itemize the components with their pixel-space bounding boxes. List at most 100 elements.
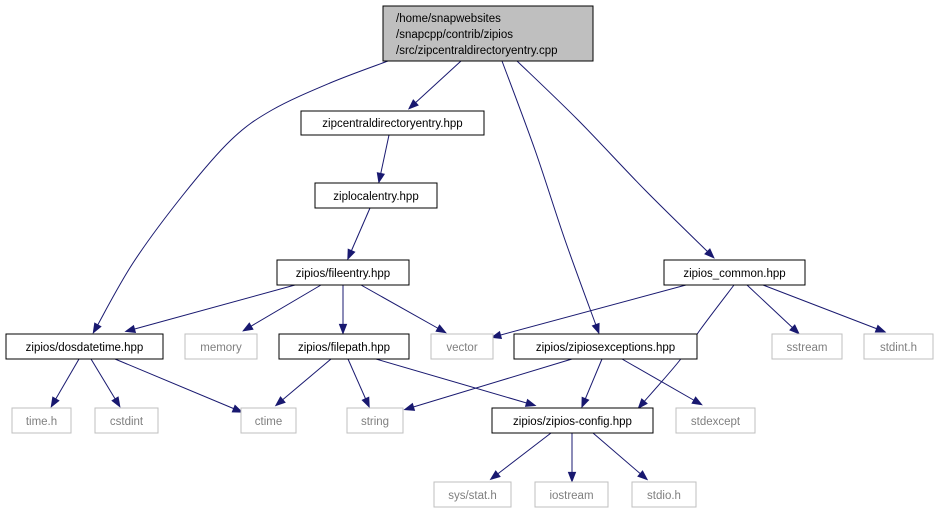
edge-arrowhead [92, 322, 102, 334]
edge-filepath-hpp-to-string [347, 358, 370, 409]
edge-line [409, 358, 573, 409]
edge-arrowhead [489, 470, 501, 481]
node-label: cstdint [110, 416, 144, 428]
edge-line [494, 432, 552, 477]
node-ziplocalentry-hpp[interactable]: ziplocalentry.hpp [314, 182, 438, 209]
edge-arrowhead [376, 172, 385, 184]
edge-line [375, 358, 531, 405]
root-line-2: /snapcpp/contrib/zipios [396, 29, 513, 41]
edge-line [746, 284, 796, 331]
edge-zipcentraldirectoryentry-hpp-to-ziplocalentry-hpp [376, 134, 390, 184]
edge-root-to-zipios-common-hpp [516, 60, 715, 259]
edge-line [90, 358, 118, 403]
node-label: zipios/dosdatetime.hpp [26, 342, 144, 354]
edge-dosdatetime-hpp-to-time-h [50, 358, 80, 408]
edge-zipios-config-hpp-to-stdio-h [592, 432, 649, 481]
node-label: string [361, 416, 389, 428]
edge-line [501, 60, 598, 329]
edge-line [621, 358, 698, 403]
edge-line [130, 284, 296, 331]
edge-line [53, 358, 80, 403]
edge-dosdatetime-hpp-to-cstdint [90, 358, 121, 408]
node-sys-stat-h[interactable]: sys/stat.h [433, 481, 512, 508]
edge-line [114, 358, 238, 411]
edge-root-to-dosdatetime-hpp [92, 60, 389, 334]
edge-line [247, 284, 322, 329]
edge-root-to-zipiosexceptions-hpp [501, 60, 600, 335]
edge-arrowhead [274, 396, 286, 407]
edge-line [496, 284, 687, 337]
node-label: time.h [26, 416, 57, 428]
edge-arrowhead [124, 324, 137, 333]
edge-line [583, 358, 603, 403]
edge-line [347, 358, 368, 403]
node-stdio-h[interactable]: stdio.h [631, 481, 697, 508]
edge-arrowhead [591, 322, 600, 335]
node-label: ctime [255, 416, 282, 428]
edge-filepath-hpp-to-zipios-config-hpp [375, 358, 537, 407]
node-label: memory [200, 342, 242, 354]
edge-arrowhead [490, 330, 503, 340]
node-root-file: /home/snapwebsites /snapcpp/contrib/zipi… [382, 5, 594, 62]
node-label: sys/stat.h [448, 490, 497, 502]
node-ctime[interactable]: ctime [240, 407, 297, 434]
node-fileentry-hpp[interactable]: zipios/fileentry.hpp [276, 259, 410, 286]
node-vector[interactable]: vector [430, 333, 494, 360]
node-stdexcept[interactable]: stdexcept [675, 407, 756, 434]
edge-line [279, 358, 332, 403]
root-line-1: /home/snapwebsites [396, 13, 501, 25]
edge-dosdatetime-hpp-to-ctime [114, 358, 244, 413]
node-zipios-config-hpp[interactable]: zipios/zipios-config.hpp [491, 407, 654, 434]
edge-ziplocalentry-hpp-to-fileentry-hpp [347, 207, 371, 261]
edge-arrowhead [581, 396, 590, 409]
edge-arrowhead [704, 248, 715, 259]
node-label: iostream [549, 490, 593, 502]
node-zipiosexceptions-hpp[interactable]: zipios/zipiosexceptions.hpp [513, 333, 698, 360]
edge-fileentry-hpp-to-memory [242, 284, 322, 332]
node-label: sstream [787, 342, 828, 354]
edge-arrowhead [435, 324, 447, 334]
edge-arrowhead [347, 248, 356, 261]
edge-arrowhead [50, 396, 60, 408]
node-label: ziplocalentry.hpp [333, 191, 418, 203]
edge-arrowhead [361, 396, 370, 409]
edge-line [360, 284, 442, 331]
node-label: zipios/fileentry.hpp [296, 268, 390, 280]
edge-line [592, 432, 644, 477]
node-memory[interactable]: memory [184, 333, 258, 360]
node-label: zipios_common.hpp [683, 268, 785, 280]
node-cstdint[interactable]: cstdint [94, 407, 159, 434]
edge-zipiosexceptions-hpp-to-string [403, 358, 573, 411]
edge-zipiosexceptions-hpp-to-zipios-config-hpp [581, 358, 603, 409]
node-stdint-h[interactable]: stdint.h [863, 333, 934, 360]
node-dosdatetime-hpp[interactable]: zipios/dosdatetime.hpp [5, 333, 164, 360]
node-string[interactable]: string [346, 407, 404, 434]
node-zipios-common-hpp[interactable]: zipios_common.hpp [663, 259, 806, 286]
edge-line [95, 60, 389, 329]
edge-arrowhead [231, 404, 244, 413]
node-zipcentraldirectoryentry-hpp[interactable]: zipcentraldirectoryentry.hpp [300, 110, 485, 136]
node-sstream[interactable]: sstream [771, 333, 843, 360]
edge-zipiosexceptions-hpp-to-stdexcept [621, 358, 703, 406]
edge-line [349, 207, 371, 255]
edge-arrowhead [408, 99, 419, 110]
node-filepath-hpp[interactable]: zipios/filepath.hpp [278, 333, 410, 360]
edge-fileentry-hpp-to-dosdatetime-hpp [124, 284, 296, 333]
edge-arrowhead [338, 323, 348, 335]
node-iostream[interactable]: iostream [534, 481, 609, 508]
node-label: vector [446, 342, 477, 354]
edge-arrowhead [789, 324, 800, 335]
node-label: zipcentraldirectoryentry.hpp [322, 118, 462, 130]
edge-root-to-zipcentraldirectoryentry-hpp [408, 60, 462, 110]
edge-line [762, 284, 881, 331]
edge-arrowhead [637, 398, 648, 410]
node-time-h[interactable]: time.h [11, 407, 72, 434]
edge-arrowhead [567, 471, 577, 483]
edge-arrowhead [111, 396, 121, 408]
edge-arrowhead [524, 398, 537, 407]
edge-fileentry-hpp-to-filepath-hpp [338, 285, 348, 335]
node-label: zipios/zipios-config.hpp [513, 416, 632, 428]
edge-arrowhead [403, 402, 416, 411]
node-label: stdint.h [880, 342, 917, 354]
